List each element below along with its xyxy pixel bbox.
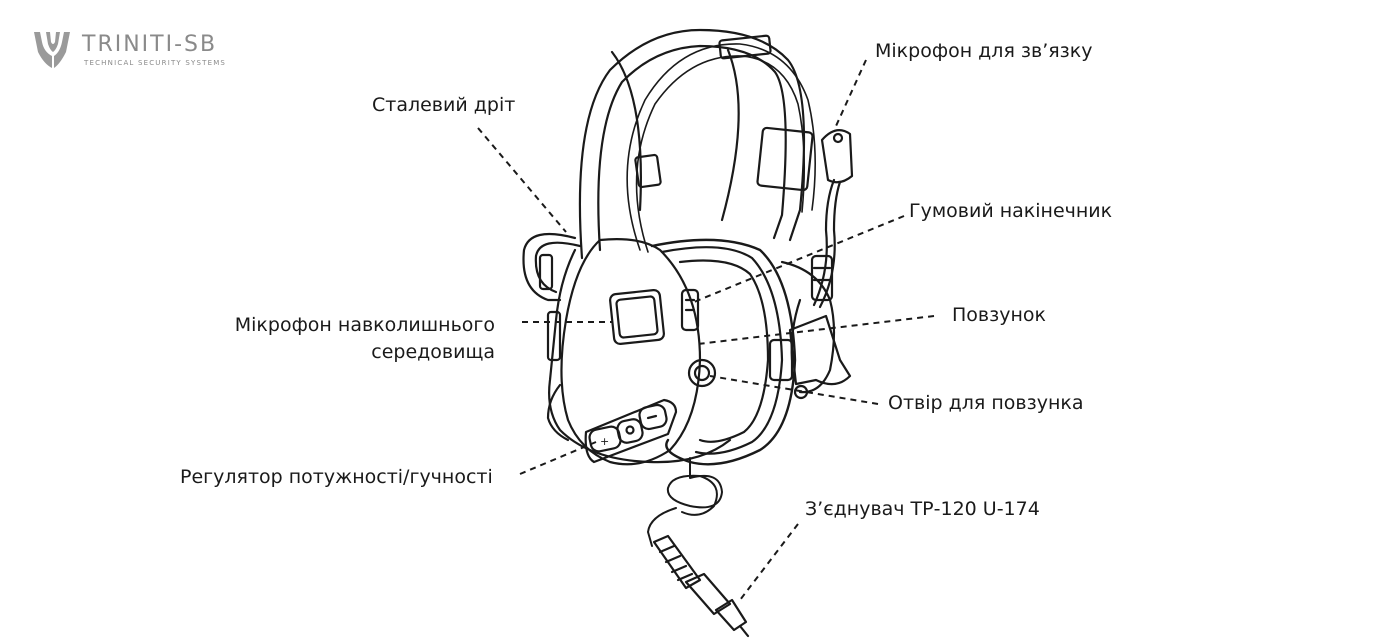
coiled-cable bbox=[666, 457, 723, 516]
leader-connector bbox=[739, 523, 799, 601]
leader-rubber-tip bbox=[693, 215, 905, 303]
label-comm-mic: Мікрофон для зв’язку bbox=[875, 40, 1093, 62]
label-rubber-tip: Гумовий накінечник bbox=[909, 200, 1113, 222]
connector-plug bbox=[652, 534, 750, 638]
slider-bracket bbox=[788, 314, 852, 386]
svg-text:+: + bbox=[600, 435, 609, 448]
label-slider: Повзунок bbox=[952, 304, 1046, 326]
ear-cup-shell bbox=[548, 248, 732, 464]
logo-tagline: TECHNICAL SECURITY SYSTEMS bbox=[84, 59, 227, 67]
steel-wire-line bbox=[626, 43, 816, 251]
label-volume-control: Регулятор потужності/гучності bbox=[180, 466, 493, 488]
leader-steel-wire bbox=[477, 127, 567, 233]
brand-logo: TRINITI-SB TECHNICAL SECURITY SYSTEMS bbox=[30, 26, 225, 76]
headband bbox=[578, 28, 806, 260]
leader-comm-mic bbox=[835, 59, 867, 127]
boom-mic bbox=[812, 178, 836, 307]
label-steel-wire: Сталевий дріт bbox=[372, 94, 516, 116]
slider-hole bbox=[687, 358, 717, 388]
leader-slider bbox=[697, 315, 935, 345]
label-connector: З’єднувач ТР-120 U-174 bbox=[805, 498, 1040, 520]
leader-lines bbox=[477, 59, 935, 601]
ambient-mic-window bbox=[609, 289, 665, 345]
ear-cushion bbox=[650, 238, 797, 466]
logo-name: TRINITI-SB bbox=[82, 32, 218, 57]
label-ambient-mic-line2: середовища bbox=[371, 341, 495, 363]
leader-volume-control bbox=[519, 441, 597, 475]
label-slider-hole: Отвір для повзунка bbox=[888, 392, 1084, 414]
shield-logo-icon bbox=[34, 32, 70, 68]
label-ambient-mic-line1: Мікрофон навколишнього bbox=[234, 314, 495, 336]
